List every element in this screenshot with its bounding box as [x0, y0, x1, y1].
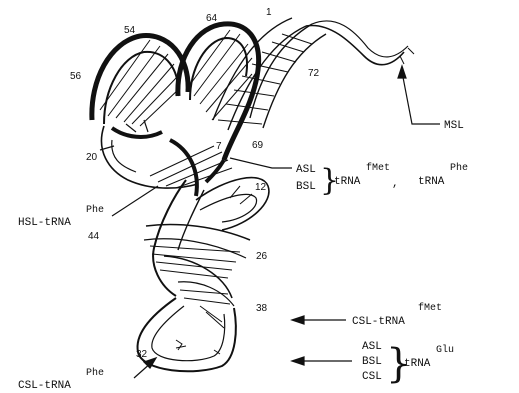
residue-number-32: 32 [136, 349, 148, 360]
hsl-trna-label: HSL-tRNA [18, 217, 71, 229]
d-stem [100, 126, 232, 196]
trna-phe-label: tRNA [418, 176, 445, 188]
residue-number-56: 56 [70, 71, 82, 82]
asl-label-lower: ASL [362, 341, 382, 353]
residue-number-26: 26 [256, 251, 268, 262]
residue-number-69: 69 [252, 140, 264, 151]
residue-number-72: 72 [308, 68, 320, 79]
comma-separator: , [392, 178, 399, 190]
residue-number-54: 54 [124, 25, 136, 36]
csl-trna-phe-label: CSL-tRNA [18, 380, 71, 392]
csl-label-lower: CSL [362, 371, 382, 383]
msl-label: MSL [444, 120, 464, 132]
residue-number-38: 38 [256, 303, 268, 314]
trna-glu-label: tRNA [404, 358, 431, 370]
csl-trna-fmet-superscript: fMet [418, 302, 442, 314]
csl-trna-phe-superscript: Phe [86, 367, 104, 379]
csl-trna-fmet-label: CSL-tRNA [352, 316, 405, 328]
trna-glu-superscript: Glu [436, 344, 454, 356]
residue-number-20: 20 [86, 152, 98, 163]
residue-number-64: 64 [206, 13, 218, 24]
trna-fmet-label: tRNA [334, 176, 361, 188]
residue-number-7: 7 [216, 141, 222, 152]
hsl-trna-superscript: Phe [86, 204, 104, 216]
residue-number-12: 12 [255, 182, 267, 193]
d-loop [92, 36, 188, 137]
trna-phe-superscript: Phe [450, 162, 468, 174]
residue-number-1: 1 [266, 7, 272, 18]
bsl-label-upper: BSL [296, 181, 316, 193]
asl-label-upper: ASL [296, 164, 316, 176]
residue-number-44: 44 [88, 231, 100, 242]
bsl-label-lower: BSL [362, 356, 382, 368]
trna-fmet-superscript: fMet [366, 162, 390, 174]
pointer-lines [112, 66, 440, 378]
